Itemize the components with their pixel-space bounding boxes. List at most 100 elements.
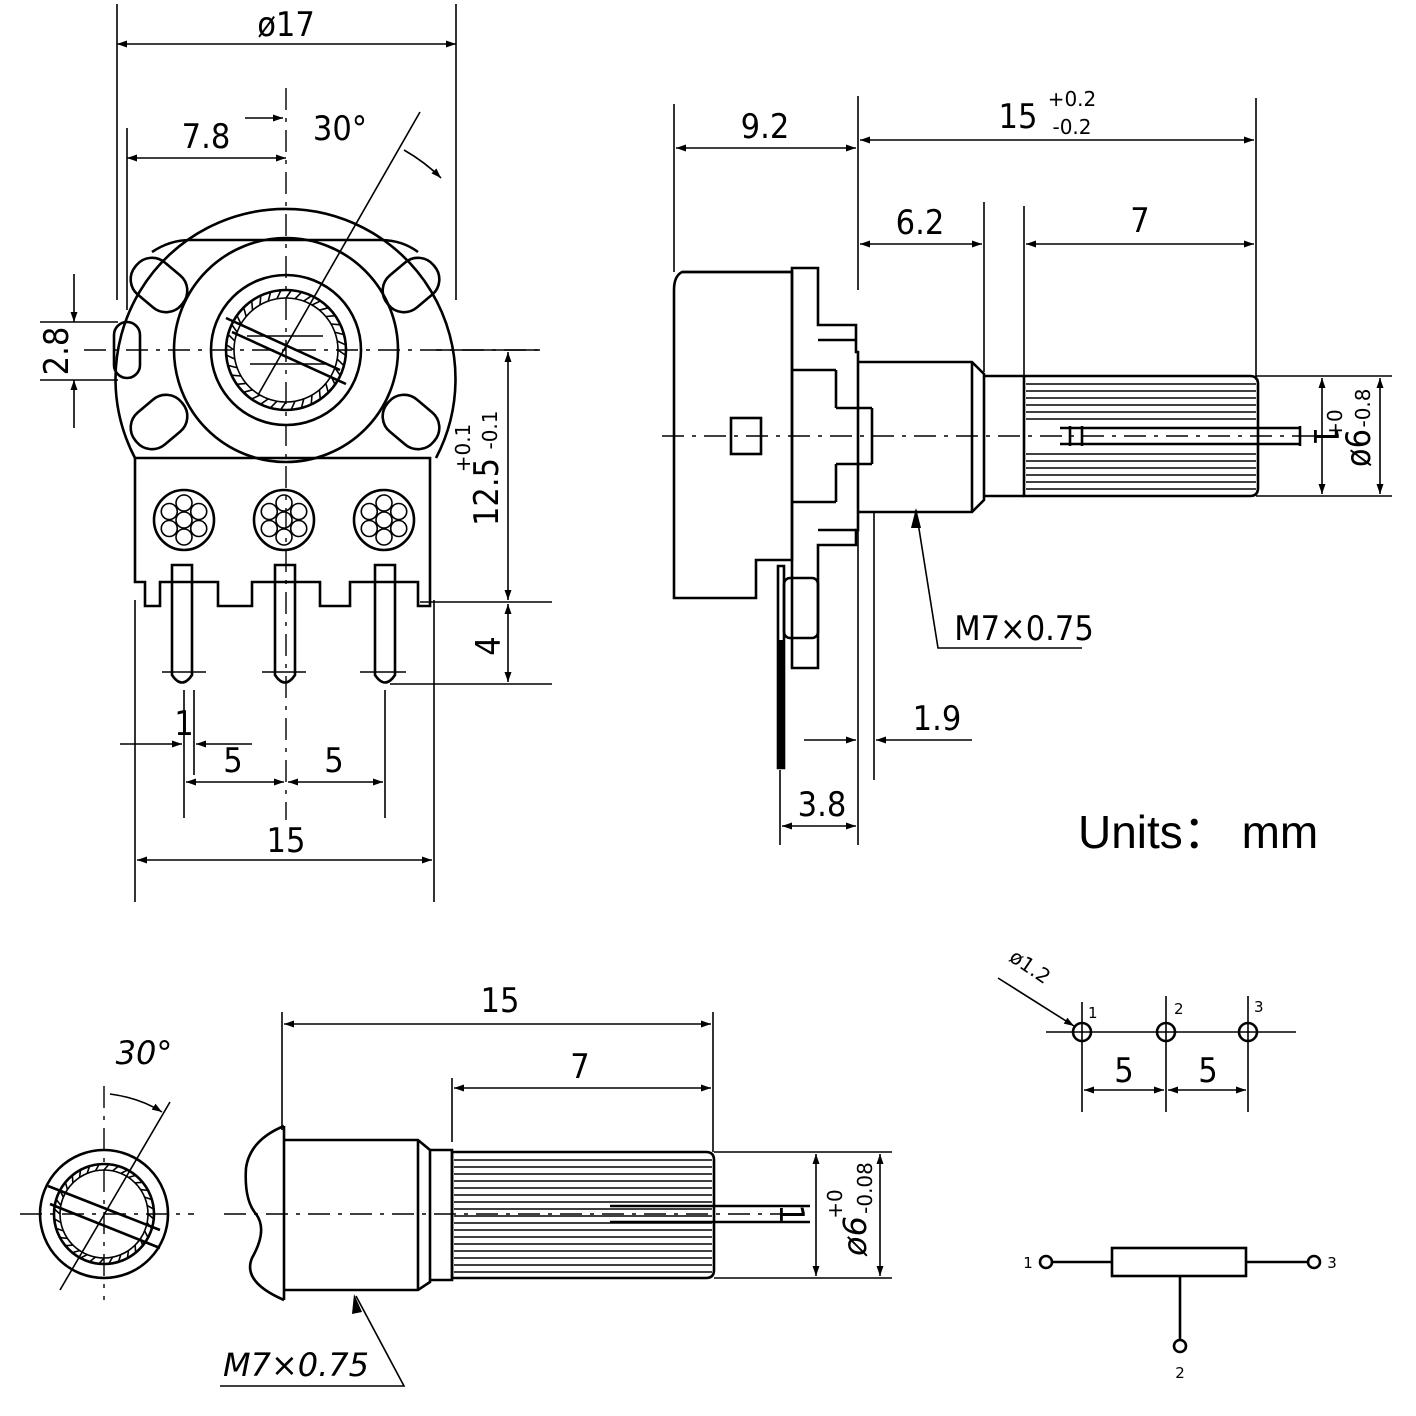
rivet-hub xyxy=(275,511,293,529)
shaft-end-view: 30° xyxy=(20,1034,194,1300)
pcb-hole-diameter: ø1.2 xyxy=(1005,944,1055,989)
dim-knurl-length: 7 xyxy=(1130,201,1149,241)
knurl-tooth xyxy=(55,1227,64,1232)
knurl-tooth xyxy=(94,1163,100,1172)
knurl-tooth xyxy=(120,1169,129,1175)
dim-shaft-length-tol-minus: -0.2 xyxy=(1052,115,1091,139)
detail-knurl-length: 7 xyxy=(570,1047,589,1087)
terminal-pins xyxy=(162,563,406,684)
knurl-tooth xyxy=(242,307,247,317)
rivet-petal xyxy=(260,519,279,538)
knurl-tooth xyxy=(64,1181,69,1190)
knurl-tooth xyxy=(55,1198,62,1206)
knurl-tooth xyxy=(108,1256,114,1265)
schematic-symbol: 1 3 2 xyxy=(1023,1246,1337,1382)
knurl-tooth xyxy=(86,1165,91,1174)
knurl-tooth xyxy=(112,1165,120,1172)
rivet-hub xyxy=(375,511,393,529)
knurl-tooth xyxy=(290,400,296,411)
rivet xyxy=(152,488,216,552)
side-knurl xyxy=(1026,383,1256,490)
detail-slot-width: 1 xyxy=(771,1204,811,1223)
knurl-tooth xyxy=(325,383,330,393)
knurl-tooth xyxy=(300,398,305,409)
rivet xyxy=(352,488,416,552)
knurl-tooth xyxy=(251,394,261,400)
knurl-tooth xyxy=(276,289,282,300)
rivet-petal xyxy=(175,528,193,546)
knurl-tooth xyxy=(259,295,262,306)
dim-body-width: 15 xyxy=(267,821,306,861)
pcb-pin-1: 1 xyxy=(1088,1004,1098,1022)
dim-angle: 30° xyxy=(313,109,367,149)
knurl-tooth xyxy=(134,1245,137,1253)
knurl-tooth xyxy=(225,343,235,351)
dim-shaft-dia-tol-minus: -0.8 xyxy=(1351,388,1375,427)
schematic-pin-1: 1 xyxy=(1023,1254,1033,1272)
knurl-tooth xyxy=(103,1163,110,1171)
pcb-pitch-a: 5 xyxy=(1114,1051,1133,1091)
knurl-tooth xyxy=(269,400,278,409)
dim-slot-height: 2.8 xyxy=(37,327,77,376)
pcb-hole-layout: ø1.2 1 2 3 5 5 xyxy=(997,944,1296,1112)
rivet-petal xyxy=(160,519,179,538)
shaft-side-view: 15 7 1 ø6 +0 -0.08 M7×0.75 xyxy=(220,981,892,1387)
knurl-tooth xyxy=(294,291,303,300)
dim-pin-width: 1 xyxy=(174,704,193,744)
knurl-tooth xyxy=(334,331,345,336)
dim-shaft-length-tol-plus: +0.2 xyxy=(1048,87,1097,111)
rivet-petal xyxy=(275,528,293,546)
knurl-tooth xyxy=(279,401,287,411)
dim-offset: 7.8 xyxy=(182,117,231,157)
dim-slot-width: 1 xyxy=(1305,426,1345,445)
knurl-tooth xyxy=(225,354,236,360)
dim-pitch-a: 5 xyxy=(223,741,242,781)
dim-pin-tip: 4 xyxy=(469,636,509,655)
knurl-tooth xyxy=(303,295,312,302)
knurl-tooth xyxy=(117,1254,122,1263)
detail-shaft-dia-tol-plus: +0 xyxy=(823,1189,847,1218)
knurl-tooth xyxy=(231,324,238,333)
rivet-petal xyxy=(375,494,393,512)
dim-bushing-offset: 1.9 xyxy=(913,699,962,739)
rivet-petal xyxy=(360,519,379,538)
knurl-tooth xyxy=(146,1204,155,1210)
dim-pitch-b: 5 xyxy=(324,741,343,781)
dim-pin-offset: 3.8 xyxy=(798,785,847,825)
schematic-pin-3: 3 xyxy=(1327,1254,1337,1272)
knurl-tooth xyxy=(330,323,341,326)
knurl-tooth xyxy=(78,1169,82,1178)
rivet-petal xyxy=(360,502,379,521)
dim-body-diameter: ø17 xyxy=(257,5,315,45)
knurl-tooth xyxy=(310,394,313,405)
knurl-tooth xyxy=(144,1196,153,1201)
knurl-tooth xyxy=(135,1181,143,1184)
dim-body-depth: 9.2 xyxy=(741,107,790,147)
detail-shaft-dia-tol-minus: -0.08 xyxy=(853,1162,877,1214)
knurl-ring xyxy=(225,289,347,411)
thread-spec: M7×0.75 xyxy=(954,609,1094,649)
pcb-pin-3: 3 xyxy=(1254,998,1264,1016)
rivet-petal xyxy=(260,502,279,521)
dim-shaft-length: 15 xyxy=(999,97,1038,137)
knurl-tooth xyxy=(53,1218,62,1224)
rivet-petal xyxy=(189,502,208,521)
dim-pin-height-tol-minus: -0.1 xyxy=(478,410,502,449)
knurl-tooth xyxy=(267,291,272,302)
units-label: Units： mm xyxy=(1078,806,1318,858)
knurl-tooth xyxy=(140,1188,149,1192)
knurl-tooth xyxy=(231,374,242,377)
rivet-petal xyxy=(289,502,308,521)
knurl-tooth xyxy=(147,1213,155,1220)
dim-pin-height-tol-plus: +0.1 xyxy=(451,424,475,473)
knurl-tooth xyxy=(59,1236,68,1240)
knurl-tooth xyxy=(227,333,236,342)
knurl-tooth xyxy=(260,398,269,405)
front-view: ø17 7.8 30° 2.8 12.5 +0.1 -0.1 4 1 5 5 1… xyxy=(37,4,552,902)
rivet-petal xyxy=(189,519,208,538)
detail-thread-spec: M7×0.75 xyxy=(223,1346,369,1384)
rivet-hub xyxy=(175,511,193,529)
rivet-petal xyxy=(389,519,408,538)
knurl-tooth xyxy=(318,389,322,400)
